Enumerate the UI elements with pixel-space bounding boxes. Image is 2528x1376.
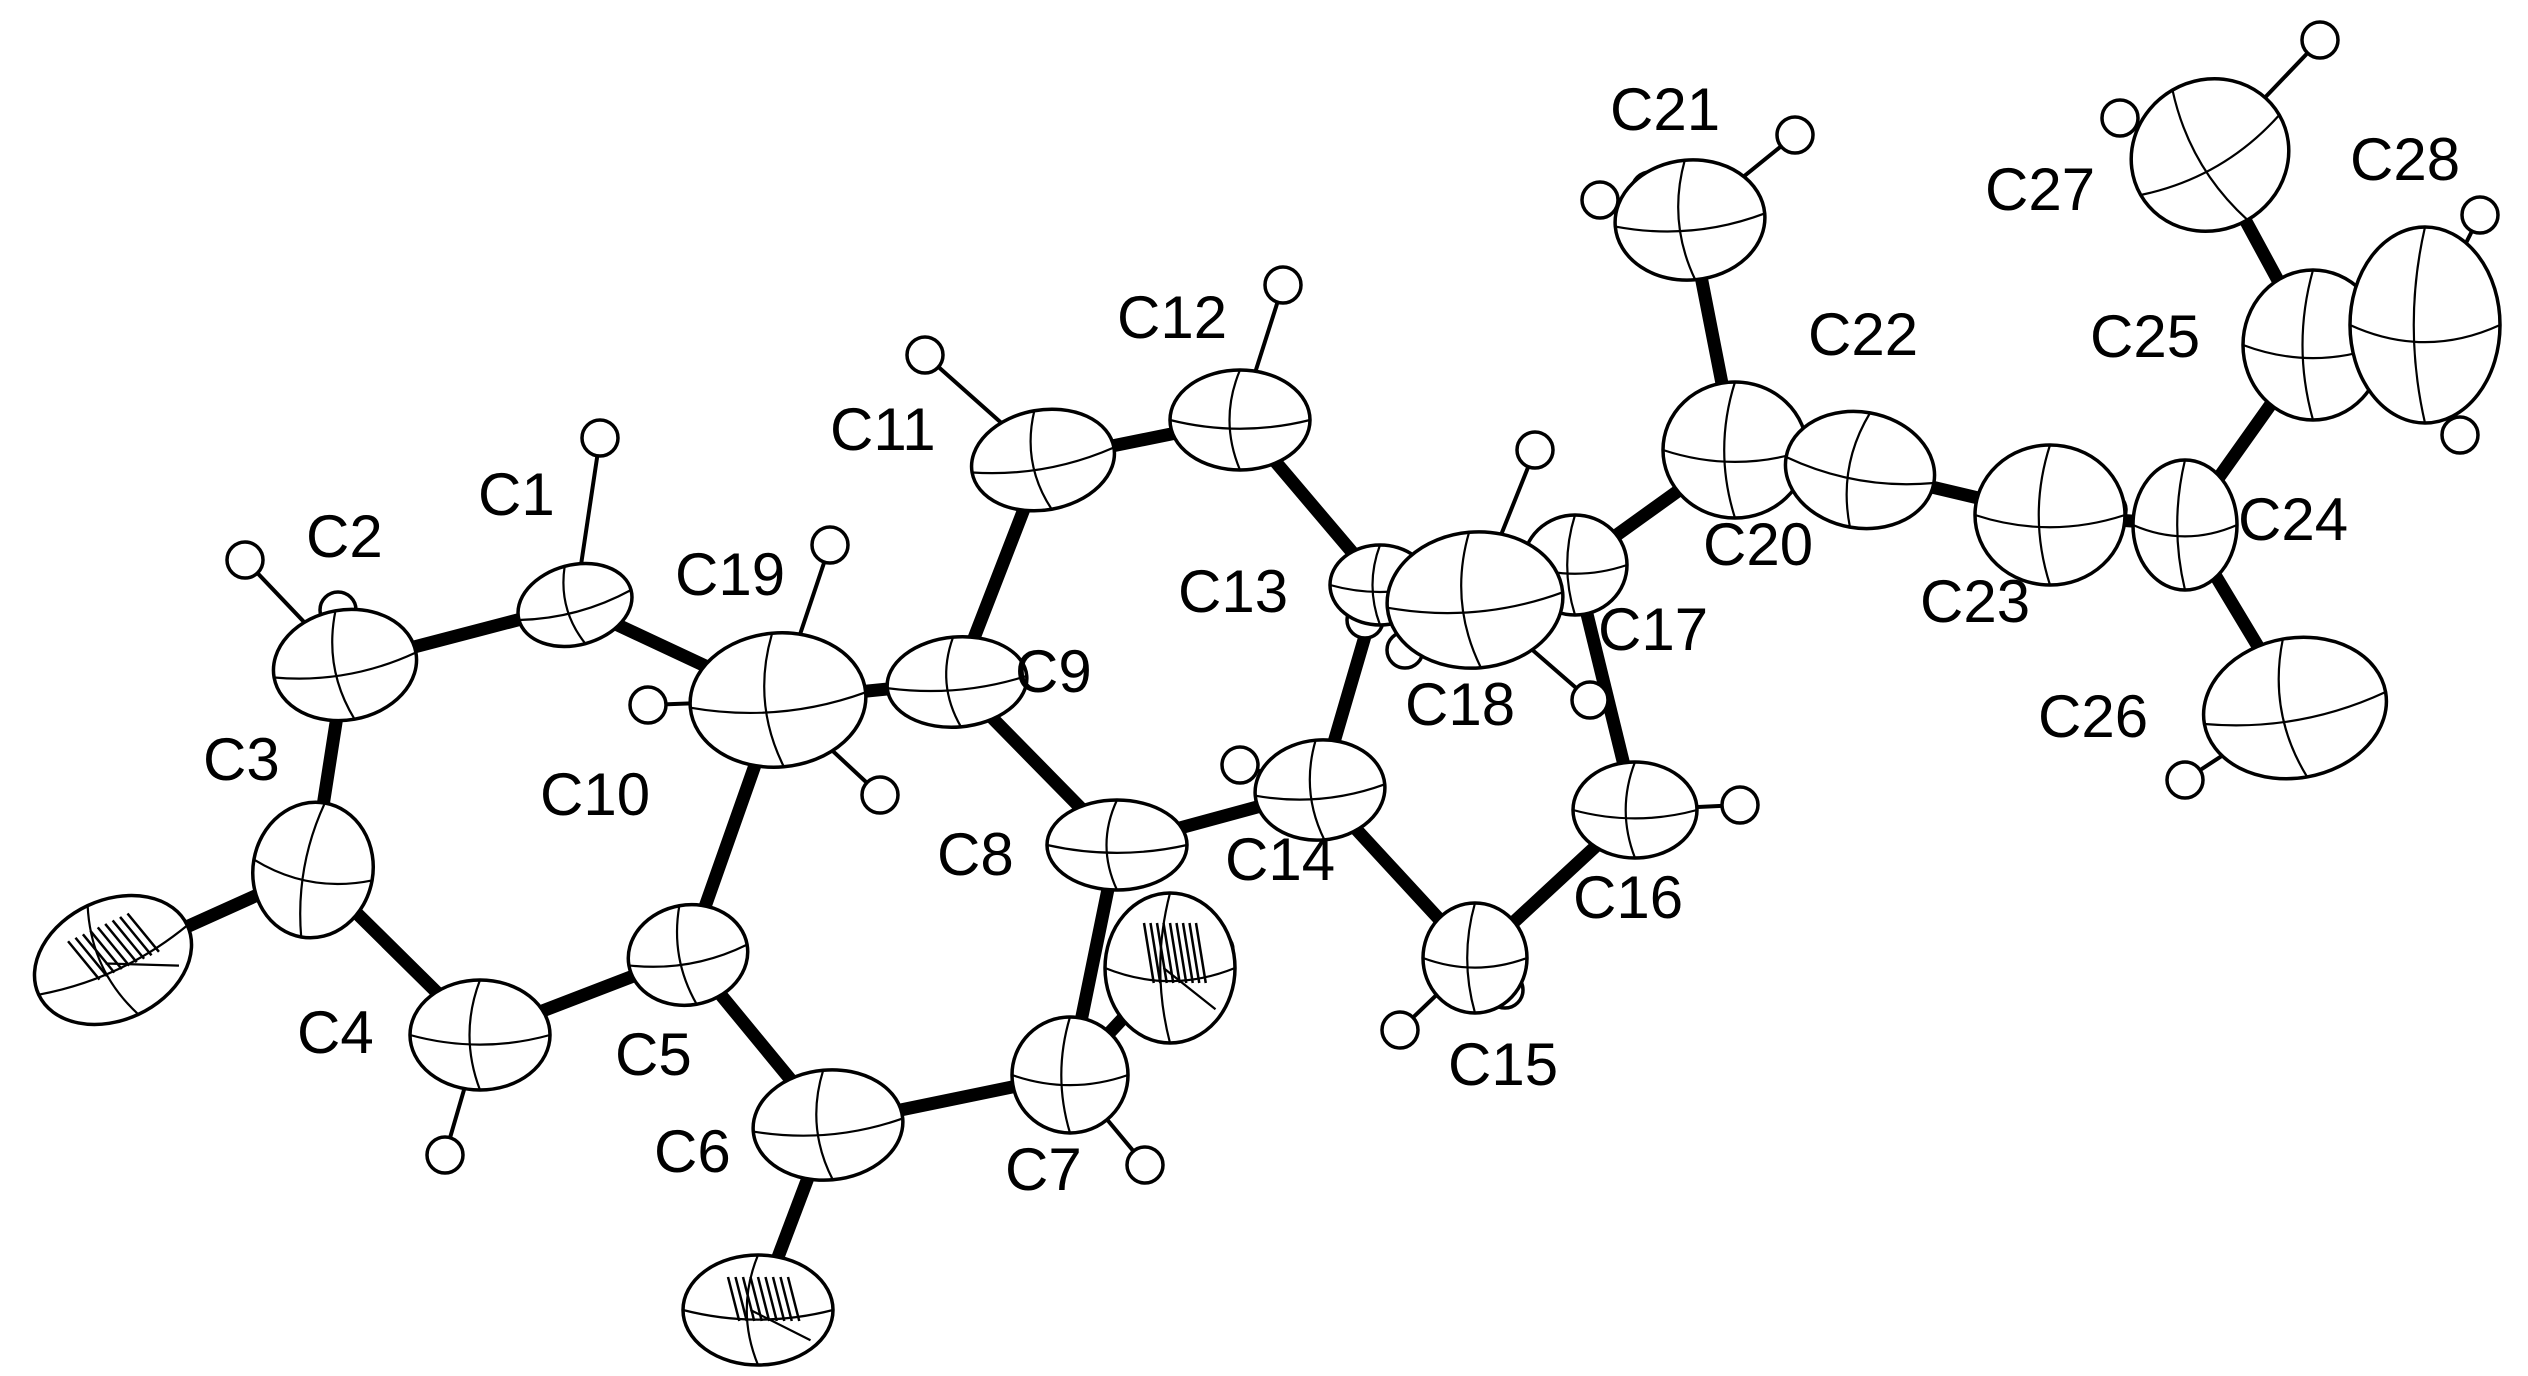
atom-label: C11 (830, 396, 936, 463)
atom-label: C16 (1573, 864, 1683, 931)
atom-label: C21 (1610, 76, 1720, 143)
atom-c27-ellipsoid (2129, 76, 2291, 234)
atom-label: C6 (654, 1118, 731, 1185)
atom-label: C18 (1405, 671, 1515, 738)
atom-c21-ellipsoid (1613, 158, 1767, 282)
atom-label: C15 (1448, 1031, 1558, 1098)
atom-c26-ellipsoid (2201, 635, 2389, 781)
hydrogen-atom (225, 540, 265, 580)
atom-label: C25 (2090, 303, 2200, 370)
hydrogen-atom (1570, 680, 1610, 720)
hydrogen-atom (580, 418, 620, 458)
atom-c14-ellipsoid (1253, 738, 1387, 842)
atom-c2-ellipsoid (271, 607, 419, 723)
atom-c5-ellipsoid (626, 902, 750, 1008)
atom-label: C4 (297, 999, 374, 1066)
label-layer: C1 C2 C3 C4 C5 C6 C7 C8 C9 C10 C11 C12 C… (203, 76, 2460, 1203)
hydrogen-atom (2460, 195, 2500, 235)
atom-c9-ellipsoid (885, 635, 1029, 729)
hydrogen-atom (905, 335, 945, 375)
atom-c7-ellipsoid (1010, 1015, 1130, 1135)
hydrogen-atom (2440, 415, 2480, 455)
hydrogen-atom (1720, 785, 1760, 825)
atom-c15-ellipsoid (1421, 901, 1529, 1015)
atom-o3-ellipsoid (32, 893, 194, 1027)
atom-label: C8 (937, 821, 1014, 888)
hydrogen-atom (628, 685, 668, 725)
hydrogen-atom (2165, 760, 2205, 800)
atom-label: C1 (478, 461, 555, 528)
hydrogen-atom (425, 1135, 465, 1175)
atom-label: C20 (1703, 511, 1813, 578)
atom-label: C7 (1005, 1136, 1082, 1203)
atom-label: C19 (675, 541, 785, 608)
atom-c3-ellipsoid (250, 800, 376, 940)
atom-c18-ellipsoid (1385, 530, 1565, 670)
hydrogen-atom (1775, 115, 1815, 155)
atom-c12-ellipsoid (1168, 368, 1312, 472)
hydrogen-atom (2300, 20, 2340, 60)
atom-label: C3 (203, 726, 280, 793)
atom-c10-ellipsoid (688, 631, 868, 769)
atom-c4-ellipsoid (408, 978, 552, 1092)
atom-c22-ellipsoid (1783, 409, 1937, 531)
atom-label: C22 (1808, 301, 1918, 368)
hydrogen-atom (2100, 98, 2140, 138)
atom-c23-ellipsoid (1973, 443, 2127, 587)
hydrogen-atom (1580, 180, 1620, 220)
atom-c1-ellipsoid (516, 561, 634, 649)
atom-label: C12 (1117, 284, 1227, 351)
atom-label: C14 (1225, 826, 1335, 893)
hydrogen-atom (1380, 1010, 1420, 1050)
atom-label: C5 (615, 1021, 692, 1088)
hydrogen-atom (1263, 265, 1303, 305)
atom-o6-ellipsoid (681, 1253, 835, 1367)
hydrogen-atom (860, 775, 900, 815)
atom-label: C26 (2038, 683, 2148, 750)
atom-label: C2 (306, 503, 383, 570)
atom-c8-ellipsoid (1045, 798, 1189, 892)
hydrogen-atom (1220, 745, 1260, 785)
hydrogen-atom (1515, 430, 1555, 470)
atom-label: C9 (1015, 638, 1092, 705)
hydrogen-atom (1125, 1145, 1165, 1185)
atom-c11-ellipsoid (969, 407, 1117, 513)
atom-c20-ellipsoid (1661, 380, 1809, 520)
atom-label: C27 (1985, 156, 2095, 223)
atom-label: C17 (1598, 596, 1708, 663)
atom-c28-ellipsoid (2348, 225, 2502, 425)
atom-o7-ellipsoid (1103, 891, 1237, 1045)
atom-layer (32, 76, 2502, 1367)
atom-label: C23 (1920, 568, 2030, 635)
atom-label: C28 (2350, 126, 2460, 193)
atom-label: C24 (2238, 486, 2348, 553)
atom-label: C10 (540, 761, 650, 828)
atom-c24-ellipsoid (2131, 458, 2239, 592)
hydrogen-atom (810, 525, 850, 565)
atom-c16-ellipsoid (1571, 760, 1699, 860)
atom-label: C13 (1178, 558, 1288, 625)
atom-c6-ellipsoid (751, 1068, 905, 1182)
